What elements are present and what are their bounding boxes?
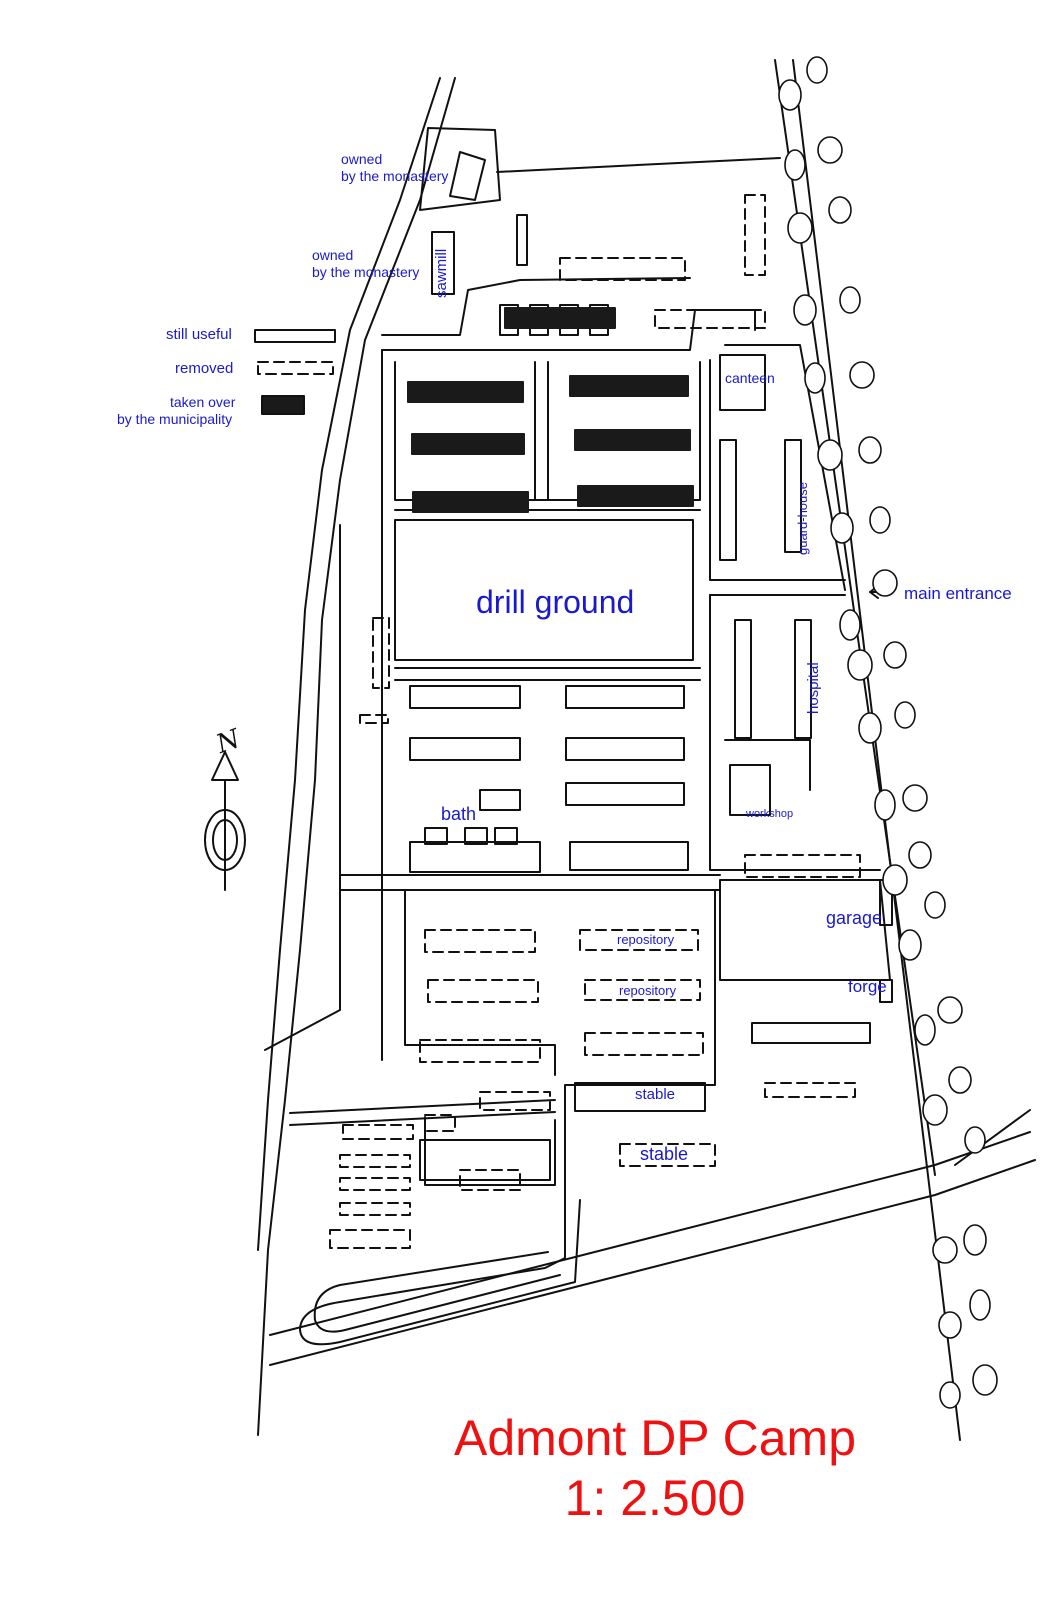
legend-taken-over-label-b: by the municipality [117,411,233,427]
tree-icon [804,362,826,394]
stable-label-1: stable [635,1086,676,1103]
tree-icon [922,1094,948,1126]
tree-icon [882,864,908,896]
west-road [257,77,456,1436]
tree-icon [787,212,813,244]
tree-icon [898,929,922,961]
tree-icon [948,1066,972,1094]
tree-icon [830,512,854,544]
repository-label-2: repository [619,983,677,998]
tree-icon [872,569,898,597]
tree-icon [793,294,817,326]
tree-icon [902,784,928,812]
tree-icon [858,436,882,464]
tree-icon [937,996,963,1024]
owned-monastery-label-2a: owned [312,247,354,263]
repository-label-1: repository [617,932,675,947]
south-roads [269,1109,1036,1366]
sawmill-building [431,231,455,295]
buildings-removed [329,194,861,1249]
legend-swatch-still-useful [254,329,336,343]
guard-house-label: guard-house [795,482,810,555]
tree-icon [839,609,861,641]
stable-label-2: stable [640,1144,689,1164]
bath-label: bath [441,804,477,824]
tree-icon [874,789,896,821]
tree-icon [914,1014,936,1046]
tree-icon [924,891,946,919]
monastery-parcel [419,127,781,266]
tree-icon [817,439,843,471]
tree-icon [817,136,843,164]
legend-taken-over-label-a: taken over [170,394,236,410]
buildings-municipality [407,307,694,513]
north-arrow [204,751,246,891]
workshop-label: workshop [746,808,794,820]
tree-icon [972,1364,998,1396]
tree-icon [908,841,932,869]
tree-icon [939,1381,961,1409]
tree-icon [806,56,828,84]
tree-icon [778,79,802,111]
buildings-still-useful [394,304,893,1181]
tree-icon [894,701,916,729]
tree-icon [784,149,806,181]
map-scale: 1: 2.500 [564,1470,746,1526]
loop-road [299,1199,581,1346]
tree-icon [839,286,861,314]
tree-icon [963,1224,987,1256]
tree-icon [849,361,875,389]
tree-icon [964,1126,986,1154]
tree-icon [847,649,873,681]
tree-icon [969,1289,991,1321]
roadside-trees [778,56,998,1409]
main-road [774,59,961,1441]
garage-label: garage [826,908,883,928]
hospital-label: hospital [805,662,822,714]
tree-icon [932,1236,958,1264]
main-entrance-label: main entrance [904,584,1012,603]
tree-icon [858,712,882,744]
sawmill-label: sawmill [433,248,450,298]
legend-still-useful-label: still useful [166,326,232,343]
owned-monastery-label-1b: by the monastery [341,168,449,184]
legend-removed-label: removed [175,360,234,377]
tree-icon [828,196,852,224]
owned-monastery-label-2b: by the monastery [312,264,420,280]
owned-monastery-label-1a: owned [341,151,383,167]
tree-icon [938,1311,962,1339]
legend-swatch-removed [257,361,334,375]
map-title: Admont DP Camp [453,1410,857,1466]
forge-label: forge [848,977,887,996]
tree-icon [869,506,891,534]
legend-swatch-municipality [261,395,305,415]
canteen-label: canteen [725,370,775,386]
drill-ground-label: drill ground [476,584,635,620]
tree-icon [883,641,907,669]
legend-swatches [254,329,336,415]
